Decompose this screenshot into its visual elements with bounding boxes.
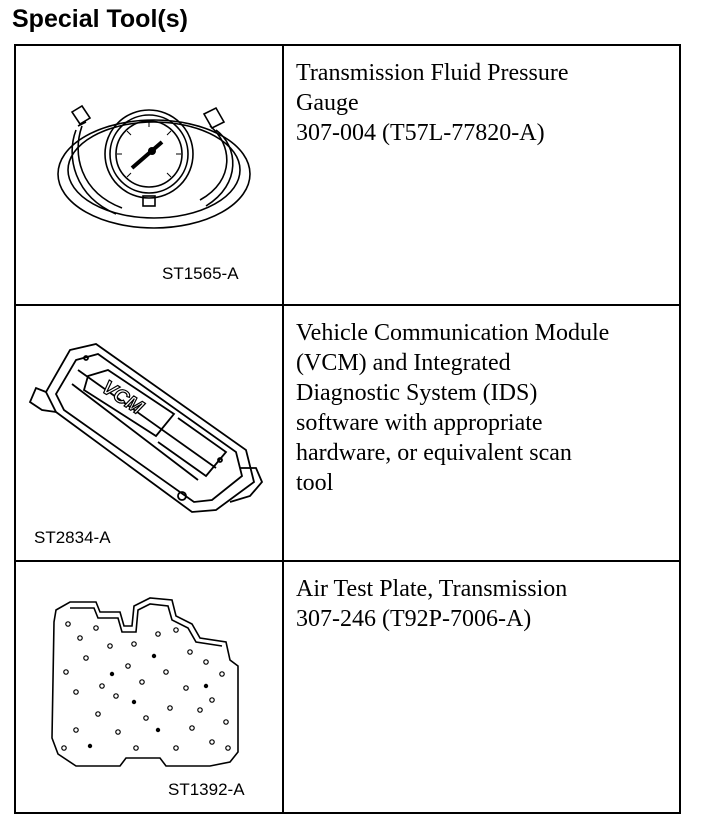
figure-code: ST1565-A — [162, 264, 239, 283]
vcm-logo-text: VCM — [98, 376, 148, 419]
tool-row: ST1392-A Air Test Plate, Transmission 30… — [16, 560, 679, 812]
description-line: Transmission Fluid Pressure — [296, 60, 569, 86]
tool-description: Transmission Fluid Pressure Gauge 307-00… — [296, 58, 676, 148]
vcm-module-illustration: VCM — [28, 343, 264, 513]
description-line: Vehicle Communication Module — [296, 320, 610, 346]
tool-row: ST1565-A Transmission Fluid Pressure Gau… — [16, 46, 679, 304]
tool-row: VCM ST2834-A Vehicle Communication Modul… — [16, 304, 679, 560]
description-line: tool — [296, 470, 334, 496]
description-line: hardware, or equivalent scan — [296, 440, 572, 466]
special-tools-table: ST1565-A Transmission Fluid Pressure Gau… — [14, 44, 681, 814]
tool-image-cell: ST1392-A — [16, 562, 284, 812]
tool-image-cell: VCM ST2834-A — [16, 306, 284, 560]
figure-code: ST2834-A — [34, 528, 111, 547]
description-line: software with appropriate — [296, 410, 543, 436]
description-line: Gauge — [296, 90, 359, 116]
air-test-plate-illustration — [51, 597, 239, 767]
page-title: Special Tool(s) — [12, 5, 188, 33]
description-line: Air Test Plate, Transmission — [296, 576, 568, 602]
description-line: 307-004 (T57L-77820-A) — [296, 120, 545, 146]
tool-description: Vehicle Communication Module (VCM) and I… — [296, 318, 676, 498]
tool-image-cell: ST1565-A — [16, 46, 284, 304]
figure-code: ST1392-A — [168, 780, 245, 799]
description-line: Diagnostic System (IDS) — [296, 380, 538, 406]
pressure-gauge-illustration — [57, 104, 251, 229]
tool-description: Air Test Plate, Transmission 307-246 (T9… — [296, 574, 676, 634]
description-line: 307-246 (T92P-7006-A) — [296, 606, 532, 632]
description-line: (VCM) and Integrated — [296, 350, 511, 376]
